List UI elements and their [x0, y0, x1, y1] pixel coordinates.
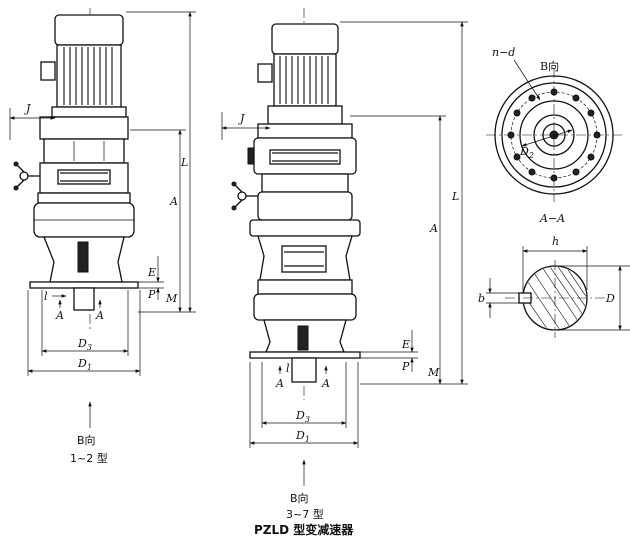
left-direction-label: B向 [77, 433, 96, 447]
dim-E-middle: E [401, 338, 410, 351]
dim-A-left: A [169, 195, 178, 208]
dim-L-middle: L [451, 190, 459, 203]
section-mark-middle-b: A [321, 377, 330, 390]
section-title: A−A [539, 212, 565, 225]
dim-J-left: J [24, 102, 31, 115]
middle-labels: J L A E P M l A A D3 D1 B向 3~7 型 PZLD 型变… [238, 112, 459, 537]
dim-A-middle: A [429, 222, 438, 235]
dim-D1-middle: D1 [295, 429, 310, 444]
middle-motor [257, 23, 343, 125]
left-motor [40, 14, 127, 118]
middle-gearbox [249, 219, 361, 383]
left-labels: J L A E P M l A A D3 D1 B向 1~2 型 [24, 102, 188, 465]
dim-L-left: L [180, 156, 188, 169]
end-view-labels: n−d B向 D2 [492, 46, 559, 160]
middle-view-3-7 [221, 8, 468, 486]
middle-direction-label: B向 [290, 491, 309, 505]
dim-P-left: P [147, 288, 156, 301]
dim-b: b [478, 292, 485, 305]
left-variator [13, 116, 129, 194]
middle-variator [231, 123, 357, 221]
end-view-b [486, 59, 622, 202]
section-mark-middle-a: A [275, 377, 284, 390]
dim-M-middle: M [427, 366, 440, 379]
left-view-1-2 [9, 8, 196, 428]
dim-E-left: E [147, 266, 156, 279]
dim-D1-left: D1 [77, 357, 92, 372]
middle-dimensions [221, 21, 468, 486]
figure-title: PZLD 型变减速器 [254, 522, 354, 537]
left-gearbox [29, 192, 139, 311]
dim-D3-left: D3 [77, 337, 92, 352]
section-mark-left-b: A [95, 309, 104, 322]
left-dimensions [9, 11, 196, 428]
section-labels: A−A h b D [478, 212, 615, 305]
dim-l-middle: l [286, 362, 290, 375]
left-type-label: 1~2 型 [70, 451, 108, 465]
section-mark-left-a: A [55, 309, 64, 322]
middle-type-label: 3~7 型 [286, 507, 324, 521]
dim-J-middle: J [238, 112, 245, 125]
end-view-direction: B向 [540, 59, 559, 73]
bolt-holes [507, 88, 601, 182]
dim-D2: D2 [519, 145, 534, 160]
dim-h: h [552, 235, 559, 248]
dim-D: D [605, 292, 615, 305]
dim-D3-middle: D3 [295, 409, 310, 424]
dim-l-left: l [44, 290, 48, 303]
bolt-label: n−d [492, 46, 515, 59]
dim-P-middle: P [401, 360, 410, 373]
dim-M-left: M [165, 292, 178, 305]
